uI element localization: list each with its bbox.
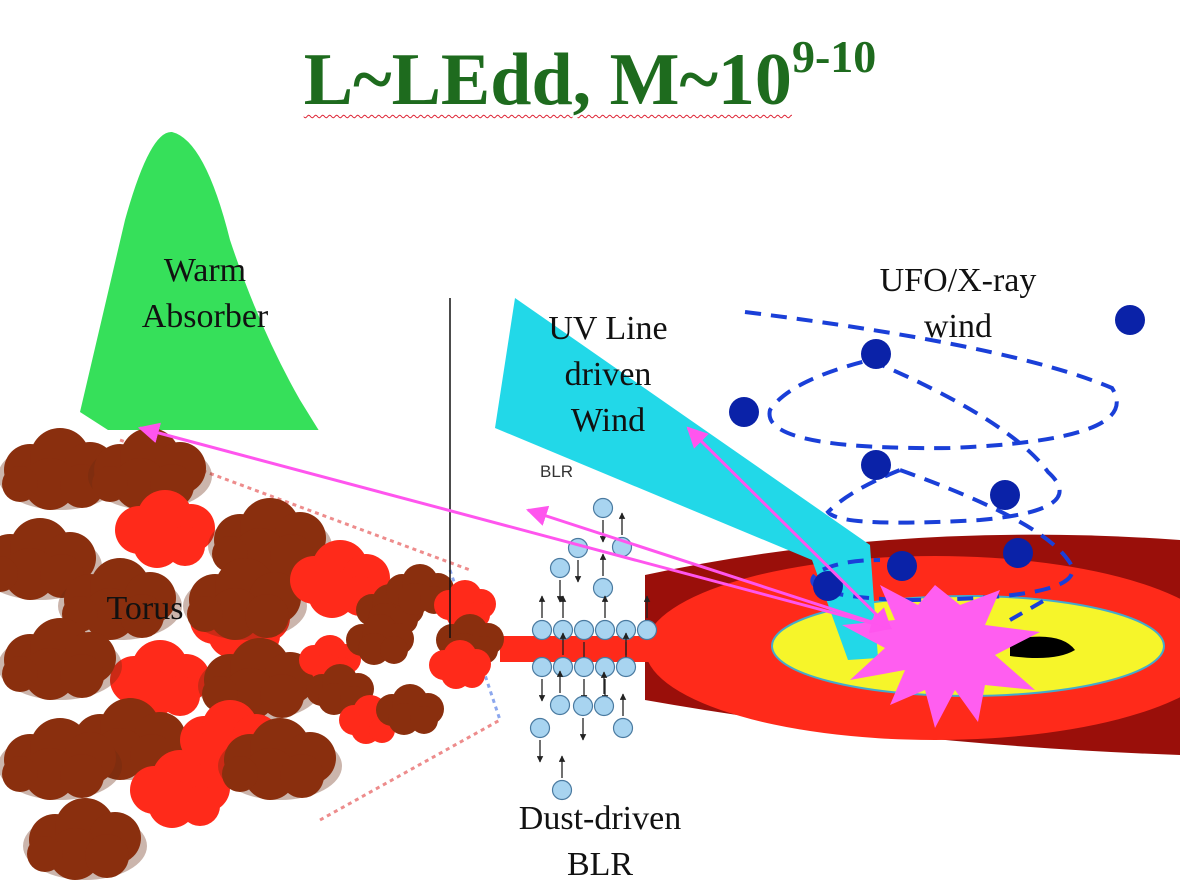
arrow-to-uv-wind <box>686 426 892 630</box>
dust-blr-label: Dust-driven BLR <box>490 796 710 888</box>
ufo-blob <box>729 397 759 427</box>
blr-cloud <box>615 656 637 678</box>
blr-cloud <box>592 497 614 519</box>
ufo-blob <box>1115 305 1145 335</box>
warm-absorber-label: Warm Absorber <box>110 248 300 340</box>
page-title: L~LEdd, M~109-10 <box>0 31 1180 123</box>
title-main: L~LEdd, M~10 <box>303 39 792 121</box>
blr-cloud <box>529 717 551 739</box>
ufo-blob <box>861 339 891 369</box>
uv-wind-label-line2: driven <box>564 356 652 393</box>
ufo-wind-label-line2: wind <box>924 308 992 345</box>
warm-absorber-label-line1: Warm <box>163 252 247 289</box>
blr-cloud <box>552 656 574 678</box>
dust-blr-label-line1: Dust-driven <box>518 800 682 837</box>
title-exponent: 9-10 <box>791 31 877 82</box>
uv-wind-label-line1: UV Line <box>548 310 668 347</box>
blr-cloud <box>573 619 595 641</box>
blr-cloud <box>572 695 594 717</box>
blr-cloud <box>549 557 571 579</box>
blr-cloud <box>636 619 658 641</box>
blr-small-label: BLR <box>540 462 574 481</box>
ufo-blob <box>887 551 917 581</box>
ufo-wind-label-line1: UFO/X-ray <box>879 262 1037 299</box>
blr-cloud <box>549 694 571 716</box>
blr-cloud <box>594 619 616 641</box>
blr-cloud <box>594 656 616 678</box>
warm-absorber-label-line2: Absorber <box>141 298 269 335</box>
blr-cloud <box>531 619 553 641</box>
black-hole-icon <box>1010 636 1075 658</box>
illumination-arrows <box>137 422 893 634</box>
blr-cloud <box>551 779 573 801</box>
blr-cloud <box>592 577 614 599</box>
blr-cloud <box>612 717 634 739</box>
torus-clouds <box>0 428 504 884</box>
blr-cloud <box>593 695 615 717</box>
ufo-wind-tail <box>1009 598 1046 622</box>
torus-label: Torus <box>106 590 184 627</box>
ufo-blob <box>1003 538 1033 568</box>
ufo-blob <box>861 450 891 480</box>
dust-blr-label-line2: BLR <box>566 846 634 883</box>
ufo-wind-helix <box>744 310 1119 603</box>
blr-cloud <box>573 656 595 678</box>
warm-absorber-cone <box>80 131 440 590</box>
uv-wind-label: UV Line driven Wind <box>518 306 698 444</box>
ufo-blob <box>990 480 1020 510</box>
ufo-wind-label: UFO/X-ray wind <box>848 258 1068 350</box>
blr-cloud <box>531 656 553 678</box>
uv-wind-label-line3: Wind <box>570 402 646 439</box>
